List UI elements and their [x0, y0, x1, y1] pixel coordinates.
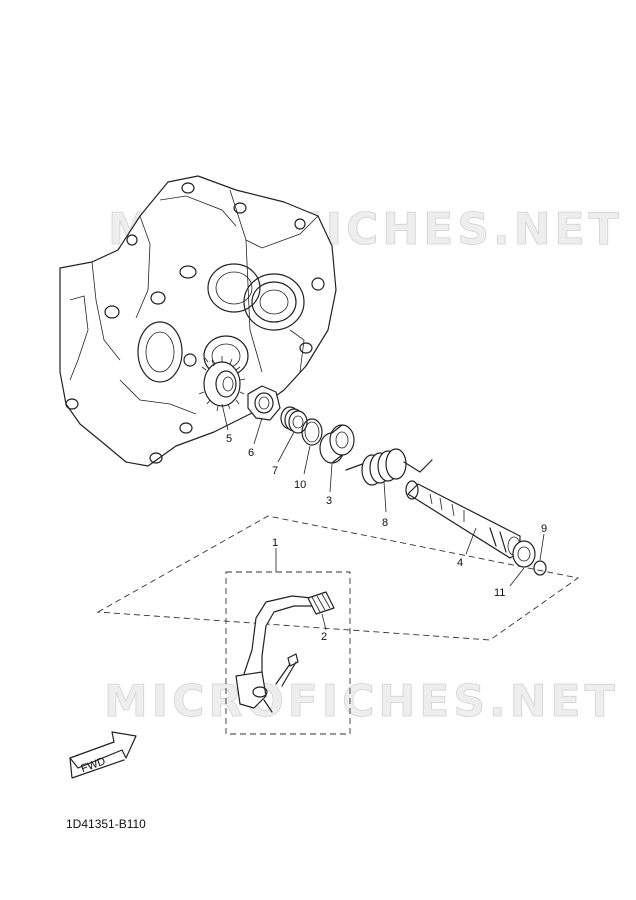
kick-shaft-part-4 [405, 480, 521, 559]
kick-lever-assembly [235, 591, 335, 713]
fwd-arrow-icon: FWD [69, 731, 137, 779]
circlip-part-10 [301, 418, 323, 446]
callout-11: 11 [494, 587, 505, 599]
callout-2: 2 [321, 631, 327, 643]
washer-part-11 [512, 540, 536, 568]
watermark-bottom: MICROFICHES.NET [104, 676, 619, 727]
callout-8: 8 [382, 517, 388, 529]
gear-part-5 [198, 356, 246, 412]
callout-9: 9 [541, 523, 547, 535]
assembly-outline-1 [96, 515, 580, 641]
collar-part-3 [319, 424, 355, 464]
spring-part-7 [280, 406, 308, 434]
callout-1: 1 [272, 537, 278, 549]
callout-5: 5 [226, 433, 232, 445]
callout-4: 4 [457, 557, 463, 569]
torsion-spring-part-8 [345, 448, 433, 486]
assembly-outline-2 [225, 571, 351, 735]
callout-3: 3 [326, 495, 332, 507]
leader-lines [221, 403, 545, 631]
circlip-part-9 [533, 560, 547, 576]
ratchet-part-6 [247, 385, 281, 421]
callout-10: 10 [294, 479, 306, 491]
callout-6: 6 [248, 447, 254, 459]
callout-7: 7 [272, 465, 278, 477]
diagram-code: 1D41351-B110 [66, 817, 146, 831]
